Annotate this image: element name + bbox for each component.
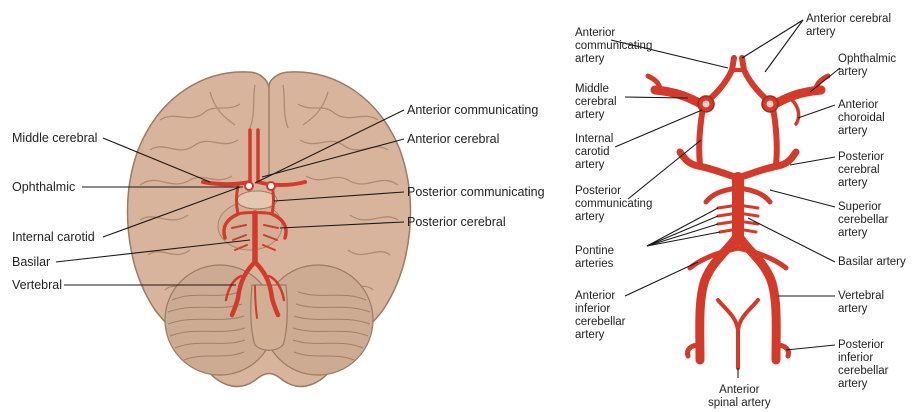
label-anterior-cerebral: Anterior cerebral: [407, 132, 499, 146]
label-posterior-communicating: Posterior communicating: [407, 185, 545, 199]
label-r-posterior-cerebral-artery: Posterior cerebral artery: [838, 151, 884, 190]
label-r-internal-carotid-artery: Internal carotid artery: [575, 133, 613, 172]
label-r-middle-cerebral-artery: Middle cerebral artery: [575, 83, 617, 122]
label-r-anterior-communicating-artery: Anterior communicating artery: [575, 27, 652, 66]
label-r-anterior-cerebral-artery: Anterior cerebral artery: [806, 13, 891, 39]
label-anterior-communicating: Anterior communicating: [407, 103, 538, 117]
label-r-ophthalmic-artery: Ophthalmic artery: [838, 53, 896, 79]
label-r-superior-cerebellar-artery: Superior cerebellar artery: [838, 201, 889, 240]
label-r-posterior-communicating-artery: Posterior communicating artery: [575, 185, 652, 224]
label-ophthalmic: Ophthalmic: [12, 180, 75, 194]
label-r-vertebral-artery: Vertebral artery: [838, 290, 884, 316]
brain-illustration: [128, 72, 411, 387]
label-internal-carotid: Internal carotid: [12, 230, 95, 244]
label-basilar: Basilar: [12, 255, 50, 269]
circle-of-willis-detail: [648, 58, 828, 368]
label-r-anterior-spinal-artery: Anterior spinal artery: [708, 384, 771, 410]
label-posterior-cerebral: Posterior cerebral: [407, 215, 506, 229]
label-r-anterior-inferior-cerebellar-artery: Anterior inferior cerebellar artery: [575, 290, 626, 342]
label-r-basilar-artery: Basilar artery: [838, 256, 906, 269]
label-r-anterior-choroidal-artery: Anterior choroidal artery: [838, 99, 885, 138]
label-vertebral: Vertebral: [12, 278, 62, 292]
label-r-pontine-arteries: Pontine arteries: [575, 245, 614, 271]
label-r-posterior-inferior-cerebellar-artery: Posterior inferior cerebellar artery: [838, 339, 889, 391]
label-middle-cerebral: Middle cerebral: [12, 131, 97, 145]
